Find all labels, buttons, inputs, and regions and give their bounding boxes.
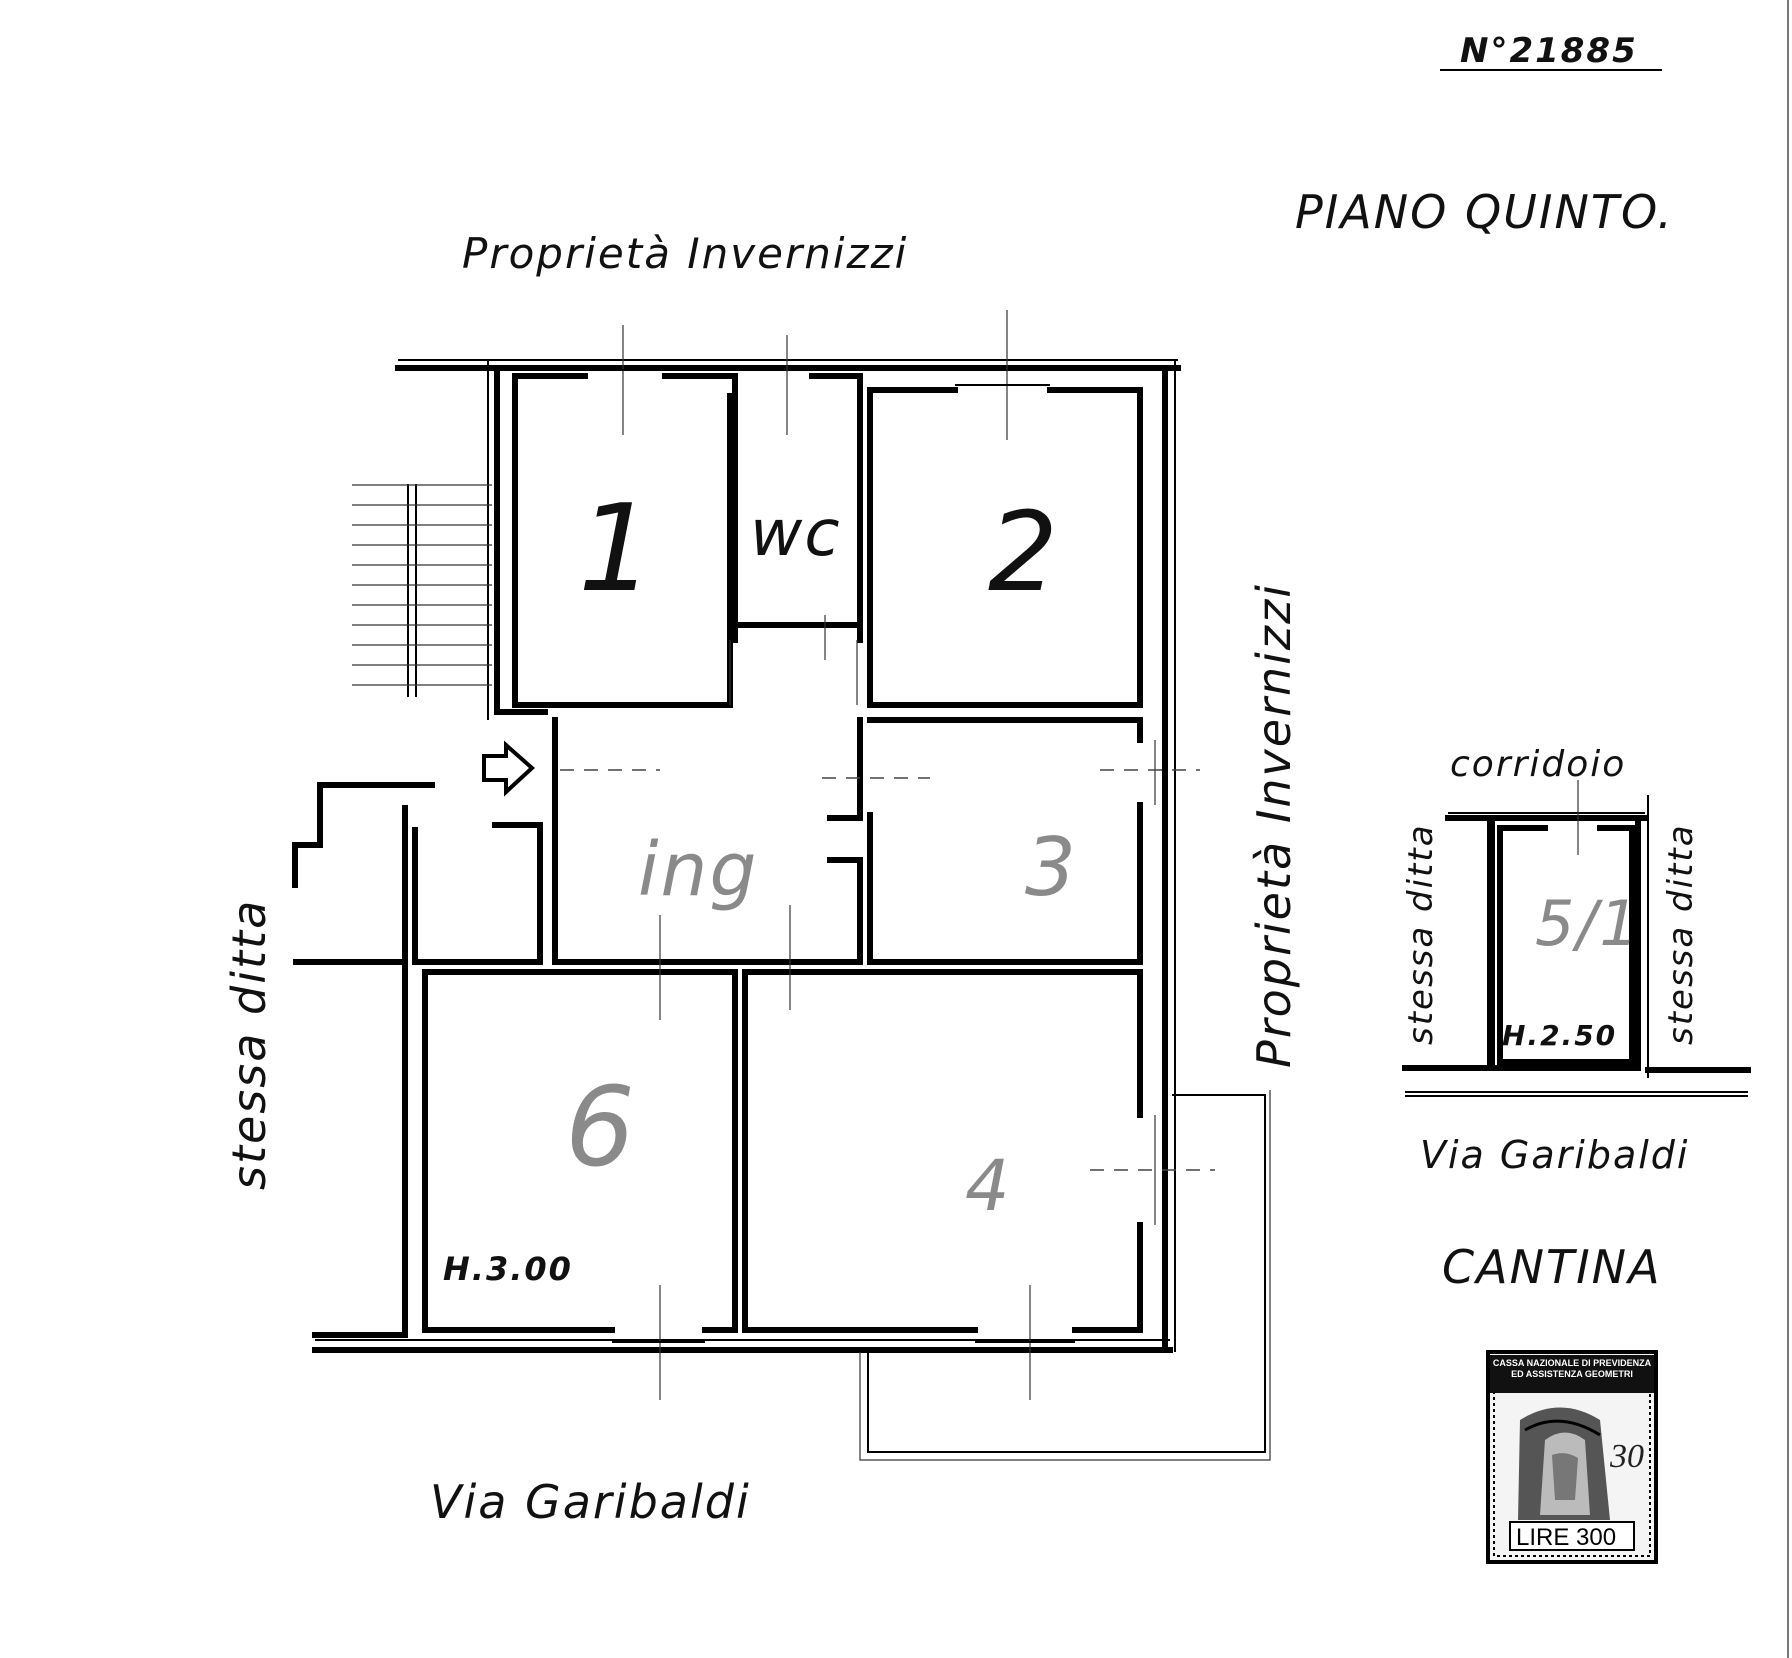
cellar-left-neighbor-label: stessa ditta (1401, 823, 1441, 1045)
room-wc-label: wc (750, 497, 842, 571)
room-4-label: 4 (965, 1145, 1012, 1227)
room-2-label: 2 (988, 488, 1060, 616)
floor-title: PIANO QUINTO. (1295, 185, 1674, 239)
cellar-walls (1402, 780, 1751, 1097)
cellar-right-neighbor-label: stessa ditta (1661, 823, 1701, 1045)
staircase (352, 484, 492, 697)
room-3-label: 3 (1025, 821, 1078, 914)
top-neighbor-label: Proprietà Invernizzi (462, 229, 908, 278)
cellar-top-label: corridoio (1450, 744, 1626, 785)
cellar-height-label: H.2.50 (1502, 1019, 1617, 1052)
right-neighbor-label: Proprietà Invernizzi (1247, 583, 1301, 1068)
cellar-street-label: Via Garibaldi (1420, 1133, 1689, 1177)
room-6-label: 6 (565, 1063, 637, 1191)
entrance-arrow-icon (482, 740, 535, 797)
main-walls (292, 359, 1271, 1461)
left-neighbor-label: stessa ditta (222, 899, 276, 1190)
street-label: Via Garibaldi (430, 1475, 751, 1529)
cellar-title: CANTINA (1442, 1240, 1662, 1294)
stamp-portrait-icon (1518, 1407, 1610, 1520)
main-height-label: H.3.00 (443, 1250, 573, 1288)
stamp-value: LIRE 300 (1516, 1524, 1616, 1551)
sheet-number: N°21885 (1460, 31, 1638, 71)
room-1-label: 1 (578, 480, 656, 619)
room-hall-label: ing (638, 827, 758, 913)
stamp-header: CASSA NAZIONALE DI PREVIDENZA ED ASSISTE… (1492, 1358, 1652, 1379)
axis-lines (560, 310, 1215, 1400)
stamp-overprint: 30 (1609, 1438, 1644, 1475)
cellar-room-label: 5/1 (1535, 887, 1641, 960)
revenue-stamp: CASSA NAZIONALE DI PREVIDENZA ED ASSISTE… (1486, 1350, 1658, 1564)
